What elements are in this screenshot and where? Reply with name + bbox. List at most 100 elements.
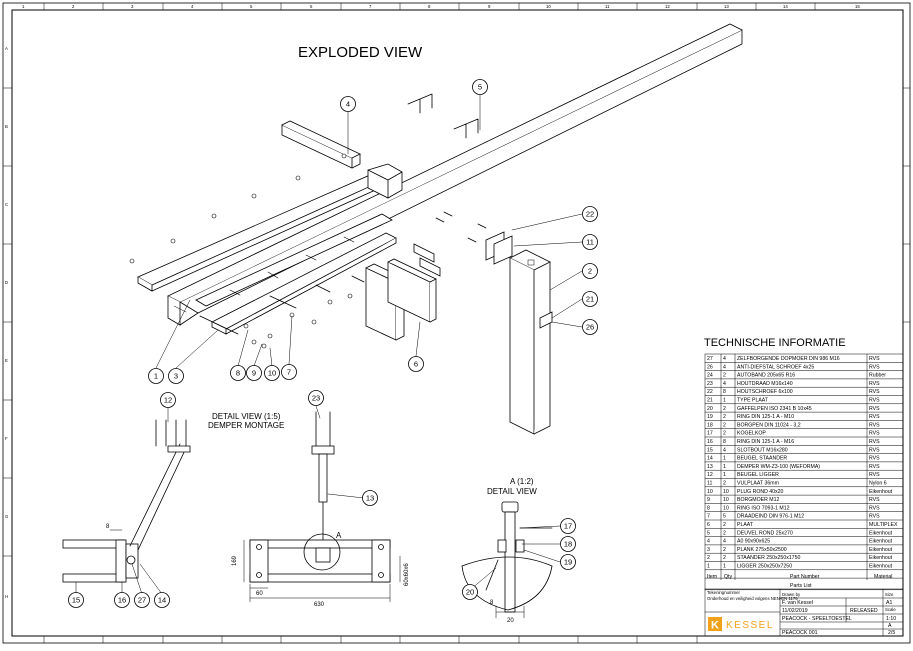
cell-part: PLUG ROND 40x20 xyxy=(737,489,784,495)
cell-item: 18 xyxy=(707,422,713,428)
cell-material: RVS xyxy=(869,356,880,362)
balloon-label: 4 xyxy=(346,100,350,109)
zone-label: 1 xyxy=(22,4,25,9)
balloon-label: 18 xyxy=(564,540,572,549)
cell-material: Rubber xyxy=(869,373,886,379)
cell-qty: 2 xyxy=(723,414,726,420)
balloon-22: 22 xyxy=(582,206,598,222)
cell-part: ANTI-DIEFSTAL SCHROEF 4x25 xyxy=(737,364,814,370)
cell-part: RING DIN 125-1 A - M16 xyxy=(737,439,794,445)
cell-item: 15 xyxy=(707,447,713,453)
balloon-label: 7 xyxy=(287,368,291,377)
dimension-60: 60 xyxy=(256,591,263,597)
balloon-20: 20 xyxy=(462,584,478,600)
cell-qty: 8 xyxy=(723,389,726,395)
balloon-label: 8 xyxy=(236,369,240,378)
zone-label: H xyxy=(5,594,8,599)
zone-label: 10 xyxy=(546,4,551,9)
zone-label: 15 xyxy=(855,4,860,9)
cell-item: 5 xyxy=(707,530,710,536)
cell-item: 24 xyxy=(707,373,713,379)
cell-qty: 2 xyxy=(723,422,726,428)
cell-qty: 1 xyxy=(723,472,726,478)
balloon-15: 15 xyxy=(68,592,84,608)
cell-part: HOUTSCHROEF 6x100 xyxy=(737,389,793,395)
zone-labels-side: A B C D E F G H xyxy=(5,46,9,599)
cell-qty: 2 xyxy=(723,406,726,412)
header-qty: Qty xyxy=(724,574,732,580)
cell-qty: 2 xyxy=(723,555,726,561)
cell-part: HOUTDRAAD M16x140 xyxy=(737,381,793,387)
balloon-21: 21 xyxy=(582,291,598,307)
zone-label: E xyxy=(5,358,8,363)
zone-label: 4 xyxy=(191,4,194,9)
technical-info-heading: TECHNISCHE INFORMATIE xyxy=(704,337,846,349)
cell-part: GAFFELPEN ISO 2341 B 10x45 xyxy=(737,406,812,412)
balloon-13: 13 xyxy=(362,490,378,506)
balloon-17: 17 xyxy=(560,518,576,534)
cell-qty: 2 xyxy=(723,431,726,437)
cell-part: VULPLAAT 36mm xyxy=(737,481,779,487)
cell-item: 10 xyxy=(707,489,713,495)
cell-part: STAANDER 250x250x1750 xyxy=(737,555,800,561)
drawing-status: RELEASED xyxy=(850,608,878,614)
cell-material: RVS xyxy=(869,514,880,520)
cell-part: KOGELKOP xyxy=(737,431,766,437)
cell-material: RVS xyxy=(869,456,880,462)
detail-a-subtitle: DETAIL VIEW xyxy=(487,487,537,496)
cell-material: Eikenhout xyxy=(869,555,893,561)
balloon-4: 4 xyxy=(340,96,356,112)
header-item: Item xyxy=(707,574,717,580)
cell-item: 9 xyxy=(707,497,710,503)
detail-a-dimensions xyxy=(495,605,525,619)
cell-part: BORGMOER M12 xyxy=(737,497,779,503)
balloon-label: 5 xyxy=(478,83,482,92)
balloon-23: 23 xyxy=(308,390,324,406)
cell-material: RVS xyxy=(869,447,880,453)
drawing-title: PEACOCK - SPEELTOESTEL xyxy=(782,616,852,622)
cell-material: Eikenhout xyxy=(869,489,893,495)
cell-item: 11 xyxy=(707,481,712,487)
balloon-label: 21 xyxy=(586,295,594,304)
zone-label: 12 xyxy=(665,4,670,9)
cell-qty: 5 xyxy=(723,514,726,520)
balloon-label: 26 xyxy=(586,323,594,332)
exploded-view xyxy=(137,23,743,435)
dimension-8-detail: 8 xyxy=(490,600,494,606)
header-material: Material xyxy=(874,574,892,580)
cell-item: 6 xyxy=(707,522,710,528)
balloon-12: 12 xyxy=(160,392,176,408)
cell-qty: 1 xyxy=(723,464,726,470)
cell-qty: 10 xyxy=(723,497,729,503)
section-marker-a: A xyxy=(336,531,342,540)
cell-qty: 4 xyxy=(723,539,726,545)
zone-label: 8 xyxy=(428,4,431,9)
cell-qty: 2 xyxy=(723,547,726,553)
exploded-view-title: EXPLODED VIEW xyxy=(298,44,423,61)
balloon-label: 12 xyxy=(164,396,172,405)
zone-label: 6 xyxy=(310,4,313,9)
balloon-label: 14 xyxy=(158,596,166,605)
cell-material: RVS xyxy=(869,464,880,470)
cell-item: 27 xyxy=(707,356,713,362)
cell-part: RING ISO 7093-1 M12 xyxy=(737,505,790,511)
cell-part: DEUVEL ROND 25x270 xyxy=(737,530,793,536)
cell-qty: 10 xyxy=(723,489,729,495)
cell-material: RVS xyxy=(869,497,880,503)
detail-view-dimensions xyxy=(109,529,401,603)
balloon-label: 17 xyxy=(564,522,572,531)
cell-item: 16 xyxy=(707,439,713,445)
cell-item: 23 xyxy=(707,381,713,387)
balloon-label: 10 xyxy=(268,369,276,378)
cell-part: DRAADEIND DIN 976-1 M12 xyxy=(737,514,804,520)
cell-part: BORGPEN DIN 11024 - 3,2 xyxy=(737,422,801,428)
